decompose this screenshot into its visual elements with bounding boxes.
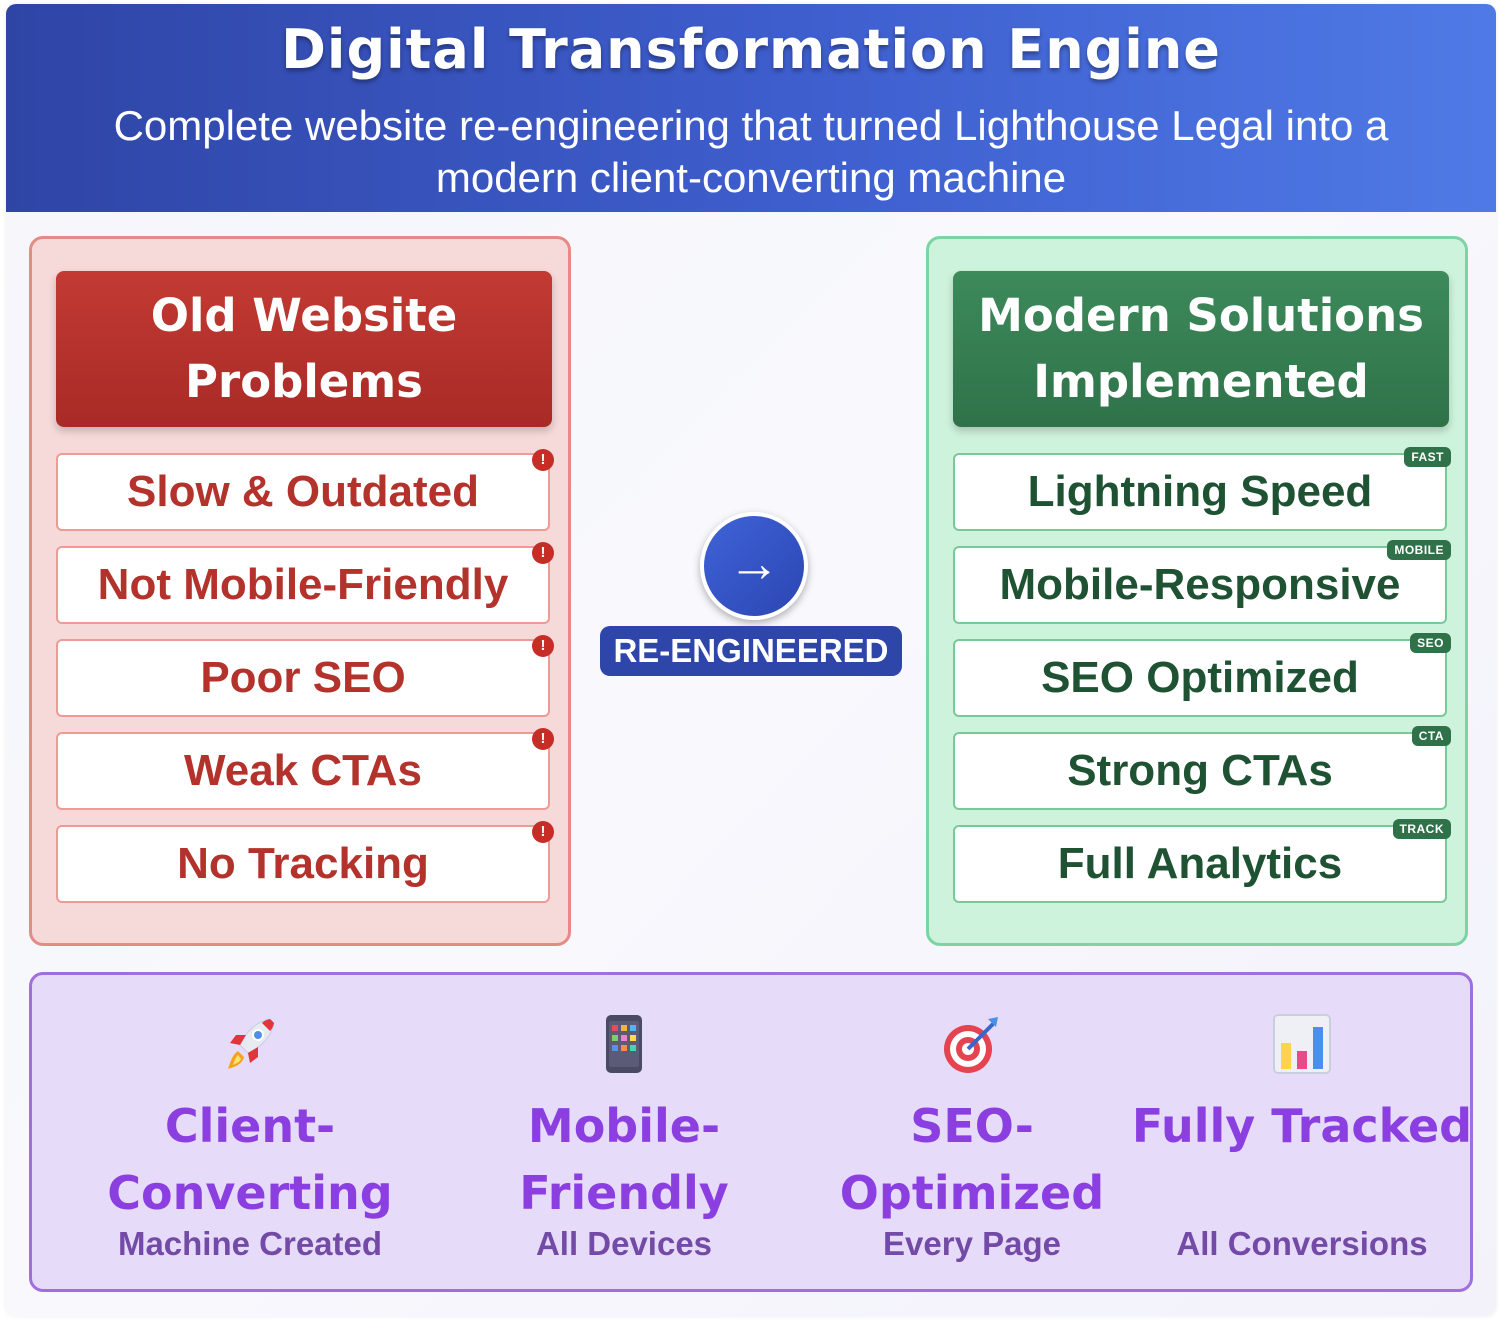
arrow-right-icon: → bbox=[700, 512, 808, 620]
problem-label: Weak CTAs bbox=[183, 746, 422, 795]
alert-icon: ! bbox=[532, 542, 554, 564]
solution-item: Lightning Speed FAST bbox=[953, 447, 1451, 531]
solution-item: Strong CTAs CTA bbox=[953, 726, 1451, 810]
header-banner: Digital Transformation Engine Complete w… bbox=[6, 4, 1496, 212]
outcomes-panel: Client-Converting Machine Created Mobile… bbox=[29, 972, 1473, 1292]
problem-label: No Tracking bbox=[177, 839, 429, 888]
rocket-icon bbox=[228, 1018, 275, 1069]
problem-label: Poor SEO bbox=[200, 653, 406, 702]
alert-icon: ! bbox=[532, 449, 554, 471]
problem-item: Poor SEO ! bbox=[56, 635, 554, 717]
outcome-card: SEO-Optimized Every Page bbox=[792, 975, 1152, 1289]
outcome-card: Client-Converting Machine Created bbox=[70, 975, 430, 1289]
solution-label: Strong CTAs bbox=[1067, 746, 1333, 795]
solution-label: Full Analytics bbox=[1057, 839, 1343, 888]
problems-heading: Old Website Problems bbox=[56, 271, 552, 427]
outcome-title: Client-Converting bbox=[107, 1099, 393, 1220]
solution-label: SEO Optimized bbox=[1041, 653, 1359, 702]
outcome-caption: Machine Created bbox=[117, 1225, 383, 1262]
outcome-title: Fully Tracked bbox=[1131, 1099, 1473, 1153]
problems-panel: Old Website Problems Slow & Outdated ! N… bbox=[29, 236, 571, 946]
problem-item: Not Mobile-Friendly ! bbox=[56, 542, 554, 624]
mobile-phone-icon bbox=[606, 1015, 642, 1073]
solution-tag: TRACK bbox=[1392, 819, 1451, 839]
outcome-title: SEO-Optimized bbox=[839, 1099, 1105, 1220]
solution-tag: SEO bbox=[1410, 633, 1451, 653]
problem-label: Not Mobile-Friendly bbox=[97, 560, 509, 609]
alert-icon: ! bbox=[532, 821, 554, 843]
problem-item: Slow & Outdated ! bbox=[56, 449, 554, 531]
solution-item: Full Analytics TRACK bbox=[953, 819, 1451, 903]
page-subtitle: Complete website re-engineering that tur… bbox=[113, 102, 1389, 201]
outcome-card: Mobile-Friendly All Devices bbox=[444, 975, 804, 1289]
infographic: Digital Transformation Engine Complete w… bbox=[6, 4, 1496, 1316]
outcome-caption: All Conversions bbox=[1176, 1225, 1428, 1262]
problem-label: Slow & Outdated bbox=[127, 467, 479, 516]
solution-label: Mobile-Responsive bbox=[999, 560, 1401, 609]
outcome-caption: Every Page bbox=[883, 1225, 1061, 1262]
page-title: Digital Transformation Engine bbox=[281, 18, 1221, 81]
solution-tag: FAST bbox=[1404, 447, 1451, 467]
outcome-card: Fully Tracked All Conversions bbox=[1122, 975, 1482, 1289]
solution-item: Mobile-Responsive MOBILE bbox=[953, 540, 1451, 624]
outcome-title: Mobile-Friendly bbox=[519, 1099, 729, 1220]
solution-tag: MOBILE bbox=[1387, 540, 1451, 560]
solution-label: Lightning Speed bbox=[1027, 467, 1373, 516]
alert-icon: ! bbox=[532, 728, 554, 750]
re-engineered-badge: RE-ENGINEERED bbox=[600, 626, 902, 676]
solutions-heading: Modern Solutions Implemented bbox=[953, 271, 1449, 427]
solutions-panel: Modern Solutions Implemented Lightning S… bbox=[926, 236, 1468, 946]
problem-item: No Tracking ! bbox=[56, 821, 554, 903]
alert-icon: ! bbox=[532, 635, 554, 657]
outcome-caption: All Devices bbox=[535, 1225, 713, 1262]
target-icon bbox=[944, 1017, 998, 1073]
solution-tag: CTA bbox=[1411, 726, 1451, 746]
solution-item: SEO Optimized SEO bbox=[953, 633, 1451, 717]
bar-chart-icon bbox=[1273, 1014, 1331, 1074]
problem-item: Weak CTAs ! bbox=[56, 728, 554, 810]
